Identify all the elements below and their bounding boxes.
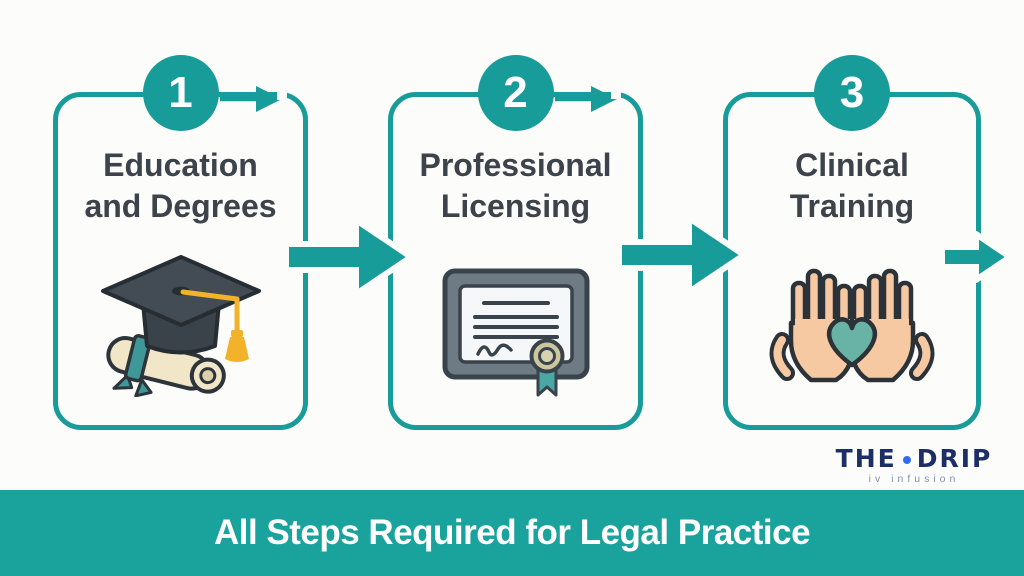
brand-tagline: iv infusion (868, 473, 960, 485)
brand-name-the: THE (835, 444, 897, 473)
step3-title: Clinical Training (728, 145, 976, 226)
step1-number: 1 (168, 68, 193, 117)
border-gap-1 (277, 88, 287, 100)
banner-title: All Steps Required for Legal Practice (213, 513, 811, 552)
step3-number: 3 (839, 68, 865, 117)
step2-connector-arrow-icon (555, 86, 617, 112)
border-gap-2 (611, 87, 621, 99)
flow-arrow-1-icon (283, 216, 415, 298)
step1-number-badge: 1 (142, 55, 219, 131)
step1-title: Education and Degrees (58, 145, 303, 226)
brand-name-drip: DRIP (916, 444, 993, 473)
bottom-banner: All Steps Required for Legal Practice (0, 490, 1024, 576)
step3-title-line2: Training (789, 187, 915, 224)
brand-logo: THE DRIP iv infusion (834, 444, 994, 485)
drip-dot-icon (902, 456, 911, 464)
step1-connector-arrow-icon (220, 86, 282, 112)
step2-number-badge: 2 (477, 55, 554, 131)
step2-title-line2: Licensing (440, 187, 591, 224)
step3-title-line1: Clinical (795, 147, 909, 183)
step-card-1: 1 Education and Degrees (53, 55, 308, 430)
flow-arrow-3-icon (939, 231, 1015, 283)
step-card-2: 2 Professional Licensing (388, 55, 643, 430)
step1-title-line2: and Degrees (84, 187, 277, 224)
step2-number: 2 (503, 68, 528, 117)
step2-title: Professional Licensing (393, 145, 638, 226)
step3-number-badge: 3 (814, 55, 890, 131)
hands-holding-heart-icon (757, 253, 947, 413)
step2-title-line1: Professional (419, 147, 612, 183)
flow-arrow-2-icon (616, 214, 748, 296)
step1-title-line1: Education (103, 147, 258, 183)
brand-name: THE DRIP (834, 444, 994, 473)
certificate-icon (431, 259, 601, 404)
graduation-cap-diploma-icon (91, 247, 271, 402)
